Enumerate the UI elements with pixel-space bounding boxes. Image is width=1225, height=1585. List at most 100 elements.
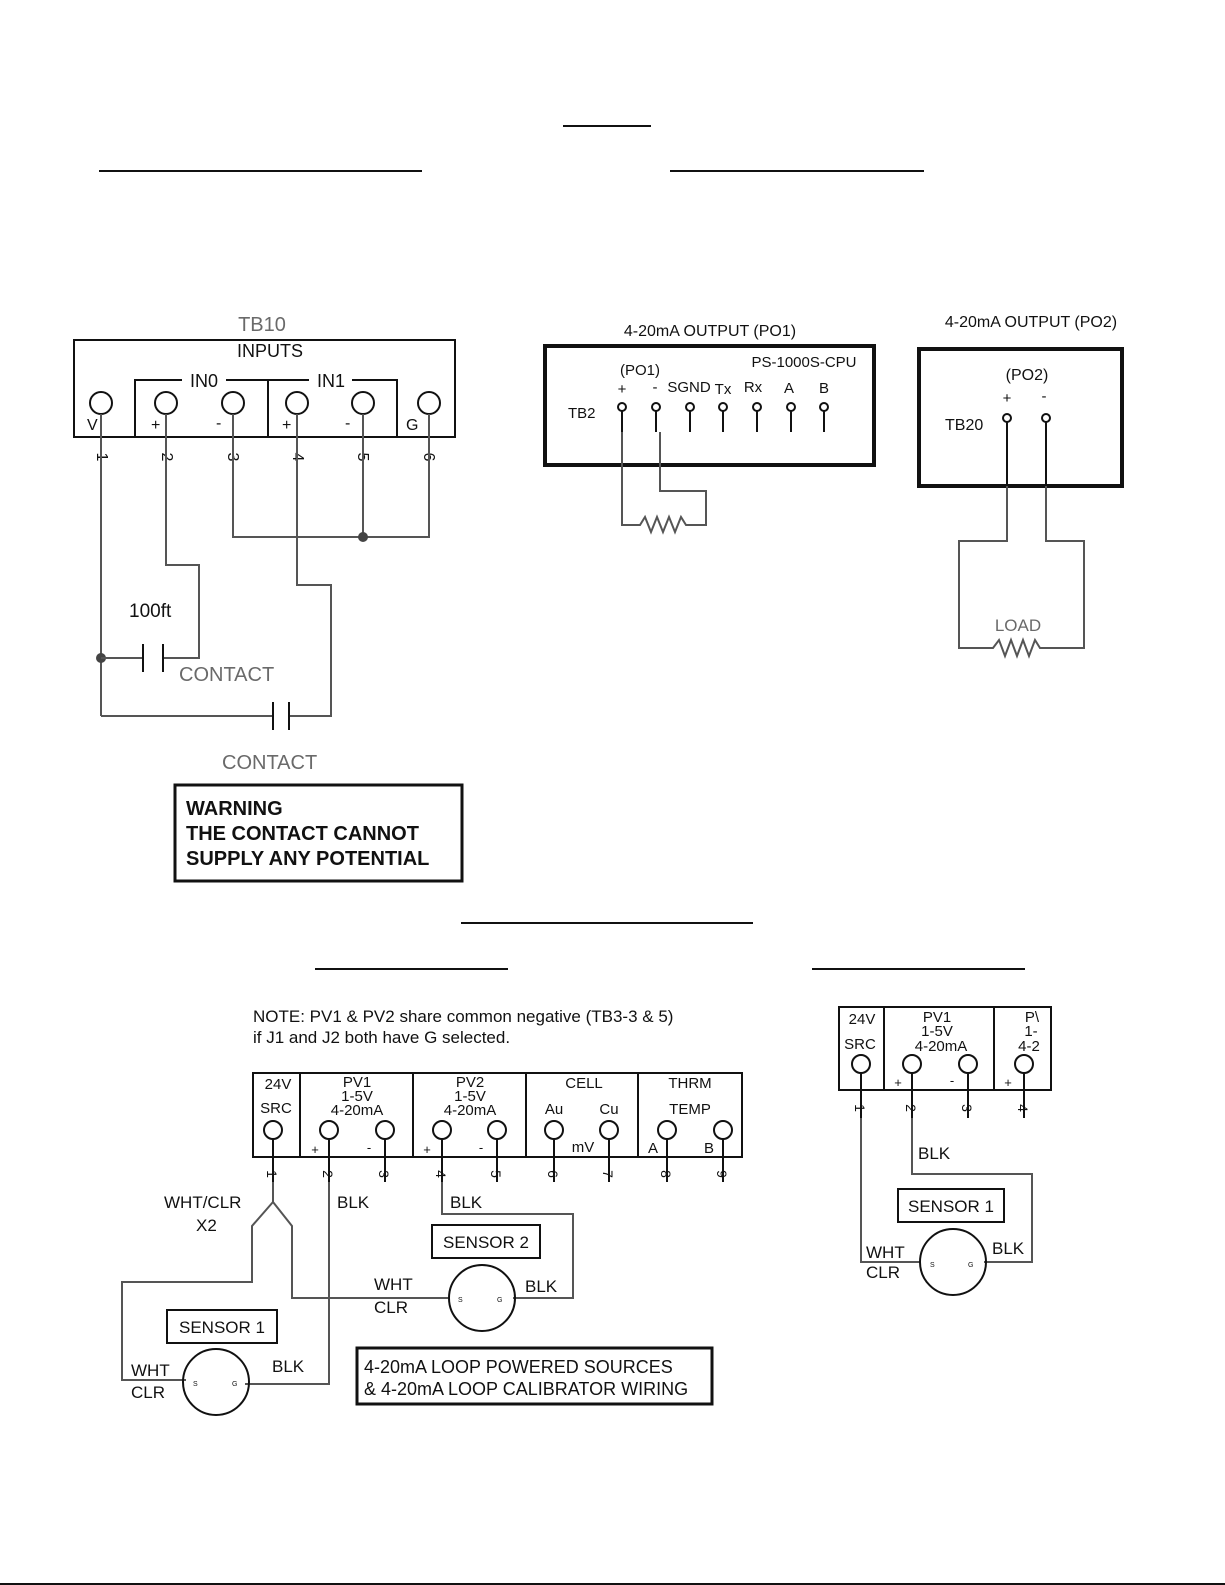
sensor1-wht-wire — [121, 1201, 274, 1381]
cell-header: CELL — [565, 1075, 603, 1092]
sensor2-wht-wire — [272, 1201, 448, 1299]
single-pin-4: 4 — [1015, 1104, 1031, 1112]
tb10-inputs-diagram: TB10 INPUTS IN0 IN1 V + - + - G 1 2 3 4 … — [73, 314, 464, 883]
sensor2-wht-label: WHT — [374, 1275, 413, 1294]
term-g-label: G — [406, 417, 418, 434]
sensor2-blk-wire — [441, 1182, 574, 1299]
single-src-src: SRC — [844, 1036, 876, 1053]
po1-cpu-block — [543, 344, 876, 467]
tb3-pin-9: 9 — [714, 1170, 730, 1178]
pv2-header-ma: 4-20mA — [444, 1102, 497, 1119]
single-pv2-ma-cut: 4-2 — [1018, 1038, 1040, 1055]
thrm-b: B — [704, 1140, 714, 1157]
sensor1-symbol — [182, 1348, 250, 1416]
tb10-block — [73, 339, 456, 438]
single-clr-label: CLR — [866, 1263, 900, 1282]
term-v-label: V — [87, 417, 98, 434]
note-line-1: NOTE: PV1 & PV2 share common negative (T… — [253, 1007, 673, 1026]
caption-line-1: 4-20mA LOOP POWERED SOURCES — [364, 1357, 673, 1377]
in1-minus-label: - — [345, 415, 350, 432]
single-sensor-g: G — [968, 1262, 973, 1269]
tb3-terminals — [263, 1120, 733, 1140]
in0-label: IN0 — [190, 371, 218, 391]
caption-line-2: & 4-20mA LOOP CALIBRATOR WIRING — [364, 1379, 688, 1399]
po2-title: 4-20mA OUTPUT (PO2) — [945, 314, 1117, 331]
tb3-pin-7: 7 — [600, 1170, 616, 1178]
po1-terminals — [617, 402, 829, 432]
rx-label: Rx — [744, 379, 763, 396]
po2-load-resistor — [958, 486, 1085, 659]
contact2-label: CONTACT — [222, 752, 317, 774]
wht-clr-label: WHT/CLR — [164, 1193, 241, 1212]
sensor2-box — [431, 1224, 541, 1259]
sensor1-blk-wire — [245, 1182, 330, 1385]
tb10-terminal-2 — [154, 391, 178, 415]
pv1-header-ma: 4-20mA — [331, 1102, 384, 1119]
contact1-label: CONTACT — [179, 664, 274, 686]
note-line-2: if J1 and J2 both have G selected. — [253, 1028, 510, 1047]
tb3-pin-5: 5 — [488, 1170, 504, 1178]
pv1-plus: + — [311, 1142, 319, 1157]
po1-label: (PO1) — [620, 362, 660, 379]
pv2-minus: - — [479, 1140, 483, 1155]
sgnd-label: SGND — [667, 379, 711, 396]
single-pv1-range: 1-5V — [921, 1023, 953, 1040]
single-src-24v: 24V — [849, 1011, 876, 1028]
po2-output-diagram: 4-20mA OUTPUT (PO2) (PO2) + - TB20 LOAD — [917, 314, 1124, 659]
sensor2-blk-end-label: BLK — [525, 1277, 558, 1296]
pv2-header-range: 1-5V — [454, 1088, 486, 1105]
single-blk-label: BLK — [918, 1144, 951, 1163]
thrm-header: THRM — [668, 1075, 711, 1092]
single-pin-2: 2 — [903, 1104, 919, 1112]
po2-plus: + — [1003, 390, 1012, 407]
tb3-pin-leads — [272, 1139, 724, 1182]
tb10-terminal-6 — [417, 391, 441, 415]
single-pv2-range-cut: 1- — [1024, 1023, 1037, 1040]
tx-label: Tx — [715, 381, 732, 398]
sensor2-g: G — [497, 1297, 502, 1304]
po1-minus: - — [653, 379, 658, 396]
in0-minus-label: - — [216, 415, 221, 432]
tb3-pin-1: 1 — [264, 1170, 280, 1178]
sensor2-clr-label: CLR — [374, 1298, 408, 1317]
pv2-plus: + — [423, 1142, 431, 1157]
single-sensor-s: S — [930, 1262, 935, 1269]
sensor1-blk-end-label: BLK — [272, 1357, 305, 1376]
src-header-24v: 24V — [265, 1076, 292, 1093]
po2-block — [917, 347, 1124, 488]
thrm-temp: TEMP — [669, 1101, 711, 1118]
warning-box — [173, 783, 464, 883]
tb2-label: TB2 — [568, 405, 596, 422]
distance-label: 100ft — [129, 601, 172, 622]
pv1-minus: - — [367, 1140, 371, 1155]
cell-cu: Cu — [599, 1101, 618, 1118]
cell-mv: mV — [572, 1139, 595, 1156]
po2-minus: - — [1042, 388, 1047, 405]
po1-output-diagram: 4-20mA OUTPUT (PO1) PS-1000S-CPU (PO1) T… — [543, 323, 876, 535]
a-label: A — [784, 380, 794, 397]
pv2-header: PV2 — [456, 1074, 484, 1091]
tb3-pin-2: 2 — [320, 1170, 336, 1178]
single-pv2-header-cut: P\ — [1025, 1009, 1040, 1026]
thrm-a: A — [648, 1140, 658, 1157]
load-label: LOAD — [995, 616, 1041, 635]
tb10-subtitle: INPUTS — [237, 341, 303, 361]
single-pv1-minus: - — [950, 1073, 954, 1088]
sensor1-wht-label: WHT — [131, 1361, 170, 1380]
warning-line-1: WARNING — [186, 798, 283, 820]
single-sensor1-label: SENSOR 1 — [908, 1197, 994, 1216]
sensor2-label: SENSOR 2 — [443, 1233, 529, 1252]
warning-line-2: THE CONTACT CANNOT — [186, 823, 419, 845]
single-pv1-plus: + — [894, 1075, 902, 1090]
common-junction-dot — [358, 532, 368, 542]
cpu-label: PS-1000S-CPU — [751, 354, 856, 371]
tb10-terminal-3 — [221, 391, 245, 415]
single-blk-wire — [911, 1118, 1033, 1263]
tb3-pin-3: 3 — [376, 1170, 392, 1178]
single-blk-end-label: BLK — [992, 1239, 1025, 1258]
sensor1-box — [166, 1309, 278, 1344]
loop-powered-diagram: NOTE: PV1 & PV2 share common negative (T… — [121, 1007, 743, 1416]
po2-label: (PO2) — [1006, 367, 1049, 384]
x2-label: X2 — [196, 1216, 217, 1235]
